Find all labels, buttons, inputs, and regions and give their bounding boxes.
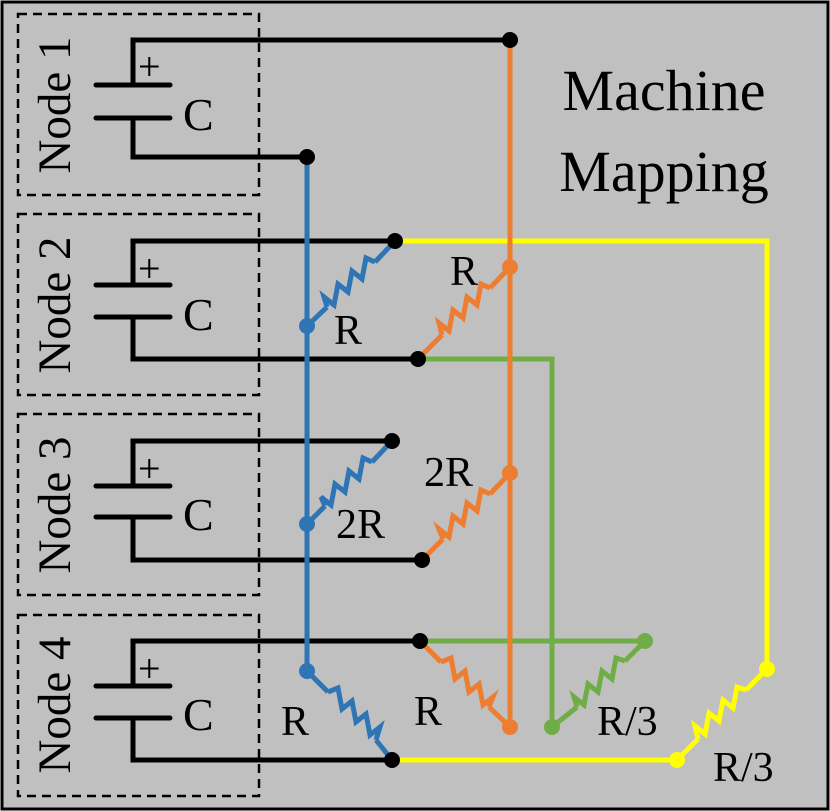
node-2-box <box>16 212 261 397</box>
junction-dot <box>384 752 400 768</box>
node-1-label: Node 1 <box>29 36 81 173</box>
orange-r4-zigzag <box>440 654 499 710</box>
junction-dot <box>502 259 518 275</box>
node-4-box <box>16 613 261 798</box>
junction-dot <box>669 752 685 768</box>
orange-wires <box>416 40 513 729</box>
yellow-top-wire <box>395 238 770 669</box>
junction-dot <box>299 149 315 165</box>
junction-dot <box>502 719 518 735</box>
node-4-bottom-wire <box>130 718 392 763</box>
blue-r3-zigzag <box>318 454 374 510</box>
junction-dot <box>502 32 518 48</box>
resistor-label-orange-node4: R <box>414 689 442 735</box>
node-3-label: Node 3 <box>29 436 81 573</box>
blue-r2-zigzag <box>319 254 377 310</box>
resistor-label-yellow-node4: R/3 <box>713 745 774 791</box>
node-3-bottom-wire <box>130 517 422 563</box>
node-boxes <box>16 12 261 798</box>
node-3-box <box>16 412 261 597</box>
resistor-label-orange-node2: R <box>450 249 478 295</box>
resistor-label-blue-node3: 2R <box>336 502 385 548</box>
node-4-label: Node 4 <box>29 636 81 773</box>
cap-label-4: C <box>183 689 214 740</box>
plus-sign-3: + <box>138 446 161 491</box>
junction-dot <box>299 318 315 334</box>
plus-sign-1: + <box>138 44 161 89</box>
cap-label-2: C <box>183 289 214 340</box>
green-long-wire <box>418 356 555 727</box>
junction-dot <box>637 633 653 649</box>
node-1-bottom-wire <box>130 118 307 160</box>
junction-dots <box>299 32 775 768</box>
resistor-label-orange-node3: 2R <box>424 450 473 496</box>
junction-dot <box>412 633 428 649</box>
orange-r2-zigzag <box>434 280 492 336</box>
cap-label-3: C <box>183 489 214 540</box>
green-resistor-zigzag <box>569 654 626 710</box>
junction-dot <box>759 661 775 677</box>
yellow-resistor-zigzag <box>690 683 747 740</box>
node-2-label: Node 2 <box>29 236 81 373</box>
cap-label-1: C <box>183 89 214 140</box>
title-line-1: Machine <box>563 58 766 123</box>
junction-dot <box>544 719 560 735</box>
title-line-2: Mapping <box>559 139 768 204</box>
plus-sign-2: + <box>138 246 161 291</box>
resistor-label-blue-node2: R <box>334 308 362 354</box>
junction-dot <box>387 233 403 249</box>
resistor-label-green-node4: R/3 <box>597 699 658 745</box>
resistor-label-blue-node4: R <box>281 699 309 745</box>
junction-dot <box>502 465 518 481</box>
junction-dot <box>410 351 426 367</box>
node-1-box <box>16 12 261 197</box>
blue-r4-zigzag <box>327 684 385 741</box>
node-4-top-wire <box>130 638 420 686</box>
plus-sign-4: + <box>138 646 161 691</box>
junction-dot <box>384 433 400 449</box>
junction-dot <box>299 516 315 532</box>
black-wires <box>130 37 510 763</box>
junction-dot <box>299 663 315 679</box>
junction-dot <box>414 552 430 568</box>
orange-r3-zigzag <box>433 486 492 542</box>
node-2-bottom-wire <box>130 317 418 362</box>
green-wires <box>418 356 647 729</box>
node-1-top-wire <box>130 37 510 85</box>
